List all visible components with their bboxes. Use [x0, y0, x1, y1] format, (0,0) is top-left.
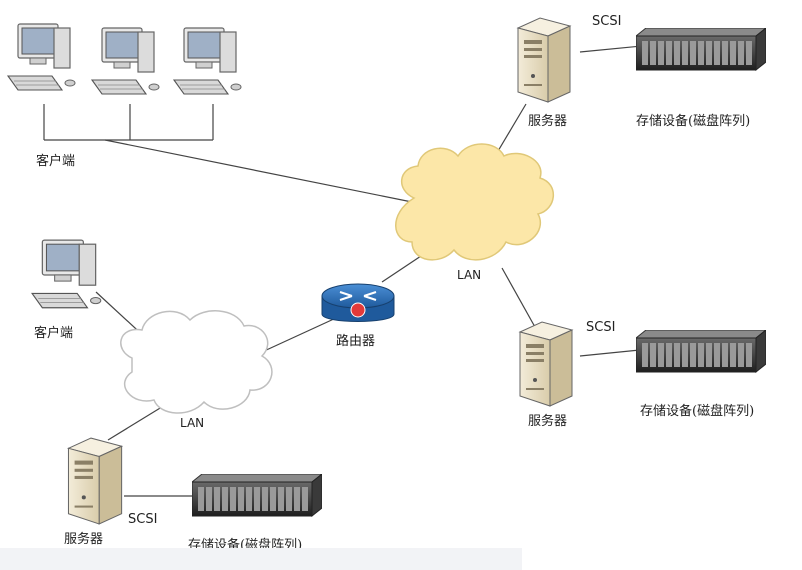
server-bottom [67, 437, 123, 525]
server-label-top: 服务器 [528, 114, 568, 129]
footer-strip [0, 548, 522, 570]
storage-array-top [636, 28, 766, 71]
server-top [517, 17, 571, 103]
router-label: 路由器 [336, 334, 376, 349]
client-pc-3 [173, 27, 242, 95]
lan-label-left: LAN [180, 416, 205, 430]
storage-label-top: 存储设备(磁盘阵列) [636, 114, 751, 129]
client-pc-1 [7, 23, 76, 91]
server-label-mid: 服务器 [528, 414, 568, 429]
client-pc-left [31, 239, 102, 309]
client-label-left: 客户端 [34, 326, 74, 341]
scsi-label-mid: SCSI [586, 320, 616, 335]
connection-lines [43, 45, 643, 497]
lan-cloud-left [120, 310, 273, 414]
lan-cloud-right [395, 143, 555, 261]
server-label-bottom: 服务器 [64, 532, 104, 547]
client-pc-2 [91, 27, 160, 95]
storage-array-bottom [192, 474, 322, 517]
client-label-top: 客户端 [36, 154, 76, 169]
storage-array-mid [636, 330, 766, 373]
server-mid [519, 321, 573, 407]
router-icon [321, 283, 395, 322]
storage-label-mid: 存储设备(磁盘阵列) [640, 404, 755, 419]
scsi-label-bottom: SCSI [128, 512, 158, 527]
lan-label-right: LAN [457, 268, 482, 282]
scsi-label-top: SCSI [592, 14, 622, 29]
